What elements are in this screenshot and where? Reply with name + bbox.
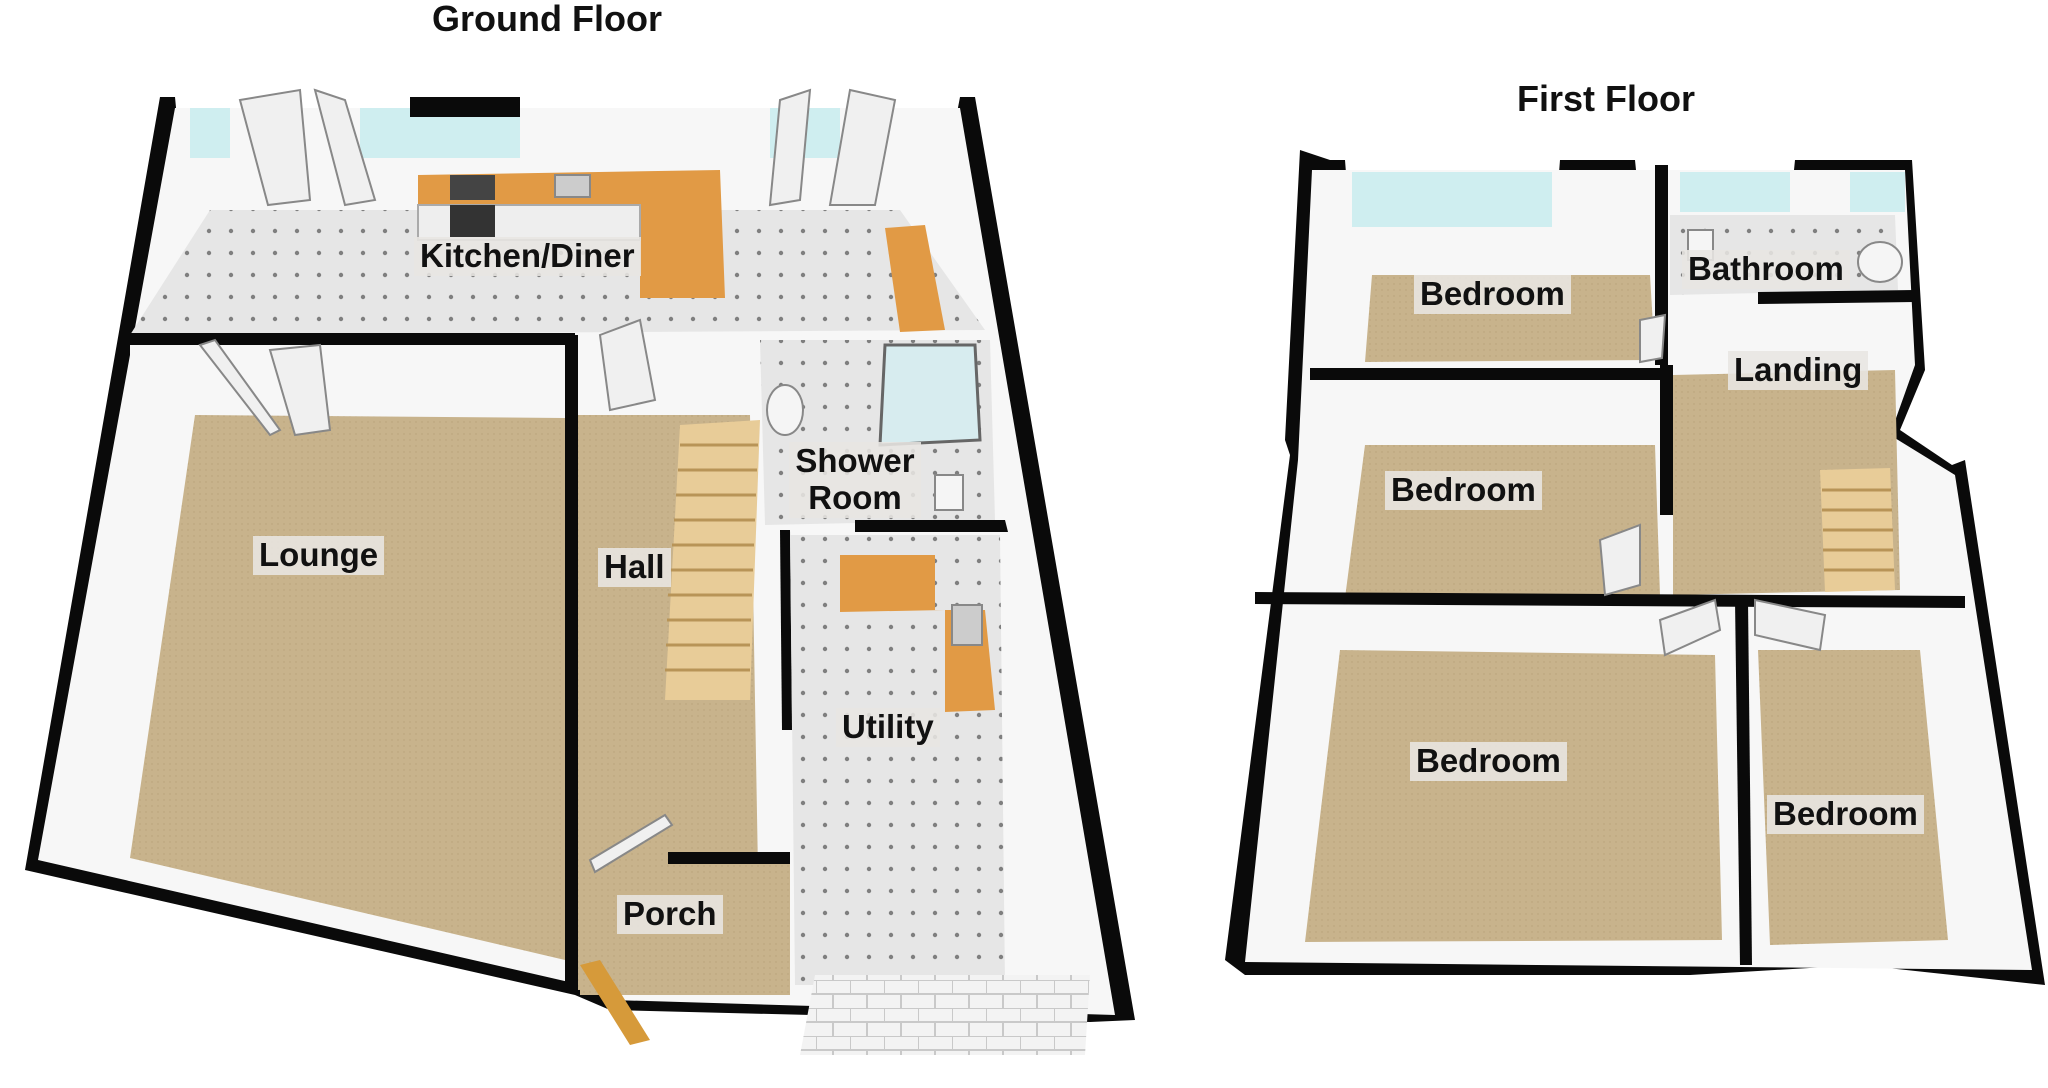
wall-lounge-hall	[565, 335, 578, 992]
door-front-small	[1754, 598, 1827, 652]
room-label-landing: Landing	[1728, 351, 1869, 390]
front-door	[580, 960, 650, 1045]
front-paving	[800, 975, 1090, 1055]
utility-sink	[951, 604, 983, 646]
window-first-rear-left	[1352, 172, 1552, 227]
ground-floor-plan	[25, 88, 1135, 1055]
stairs-ground	[665, 420, 760, 700]
room-label-bedroom-rear: Bedroom	[1414, 275, 1571, 314]
room-label-lounge: Lounge	[253, 536, 385, 575]
hall-kitchen-door	[598, 318, 657, 412]
chimney-breast	[410, 97, 520, 117]
window-bathroom-right	[1850, 172, 1905, 212]
utility-worktop	[840, 555, 995, 712]
rear-door-left-b	[313, 88, 377, 207]
room-label-bedroom-front-large: Bedroom	[1410, 742, 1567, 781]
room-label-kitchen-diner: Kitchen/Diner	[414, 237, 641, 276]
wall-hall-utility	[780, 530, 792, 730]
shower-enclosure	[878, 343, 982, 447]
kitchen-worktop-right	[885, 225, 945, 332]
first-floor-plan	[1225, 150, 2045, 985]
window-bathroom	[1680, 172, 1790, 212]
door-front-large	[1658, 598, 1722, 657]
room-label-bedroom-front-small: Bedroom	[1767, 795, 1924, 834]
hob	[450, 175, 495, 200]
oven	[450, 205, 495, 237]
door-rear-bedroom	[1639, 313, 1667, 364]
room-label-hall: Hall	[598, 548, 671, 587]
wall-bathroom-landing	[1758, 290, 1915, 304]
wall-kitchen-lounge	[125, 333, 575, 347]
lounge-floor	[130, 415, 565, 960]
bedroom-front-large-floor	[1305, 650, 1722, 942]
stairs-first	[1820, 468, 1895, 592]
lounge-door-open	[198, 338, 282, 437]
porch-inner-door	[588, 813, 674, 874]
room-label-bedroom-middle: Bedroom	[1385, 471, 1542, 510]
ground-floor-title: Ground Floor	[432, 0, 662, 39]
kitchen-worktop-left	[418, 170, 725, 298]
room-label-bathroom: Bathroom	[1682, 250, 1850, 289]
room-label-utility: Utility	[836, 708, 940, 747]
door-middle-bedroom	[1598, 523, 1641, 597]
wall-between-front-bedrooms	[1735, 600, 1752, 965]
wall-middle-bedroom-top	[1310, 368, 1660, 380]
rear-door-right-a	[768, 88, 812, 207]
first-floor-title: First Floor	[1517, 78, 1695, 119]
kitchen-sink	[554, 174, 591, 198]
basin	[934, 474, 964, 511]
rear-door-right-b	[828, 88, 897, 206]
wall-porch-top	[668, 852, 790, 864]
room-label-porch: Porch	[617, 895, 723, 934]
room-label-shower-room: Shower Room	[789, 442, 921, 518]
toilet	[766, 384, 804, 436]
rear-door-left-a	[238, 88, 312, 207]
wall-shower-utility	[855, 520, 1008, 532]
lounge-door	[268, 343, 332, 437]
wall-front-bedrooms-top	[1255, 592, 1965, 608]
bath	[1857, 241, 1903, 283]
wall-lounge-face	[130, 345, 570, 415]
wall-middle-bedroom-right	[1660, 365, 1673, 515]
window-rear-left	[190, 108, 230, 158]
